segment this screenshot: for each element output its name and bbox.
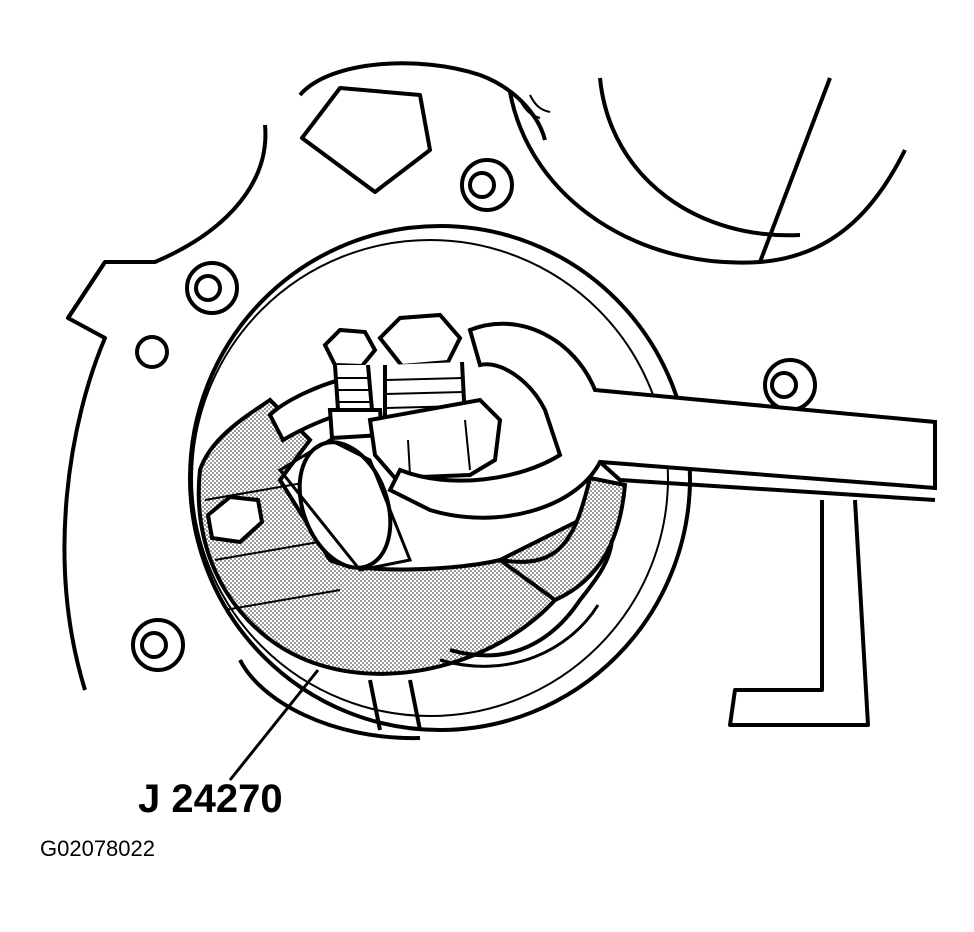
- crankshaft-balancer: [188, 224, 692, 732]
- figure-id: G02078022: [40, 836, 155, 861]
- bolt-small: [322, 327, 385, 441]
- open-end-wrench: [387, 321, 937, 520]
- bolt-hole-3: [135, 335, 169, 369]
- bolt-hole-4: [131, 618, 185, 672]
- bolt-hole-2: [185, 261, 239, 315]
- bolt-large: [367, 312, 503, 481]
- puller-tool: [196, 377, 628, 676]
- callout-label: J 24270: [138, 777, 283, 821]
- bolt-hole-5: [763, 358, 817, 412]
- engine-block: [62, 61, 907, 741]
- callout-leader: [228, 669, 320, 781]
- bolt-holes: [131, 158, 817, 672]
- bolt-hole-1: [460, 158, 514, 212]
